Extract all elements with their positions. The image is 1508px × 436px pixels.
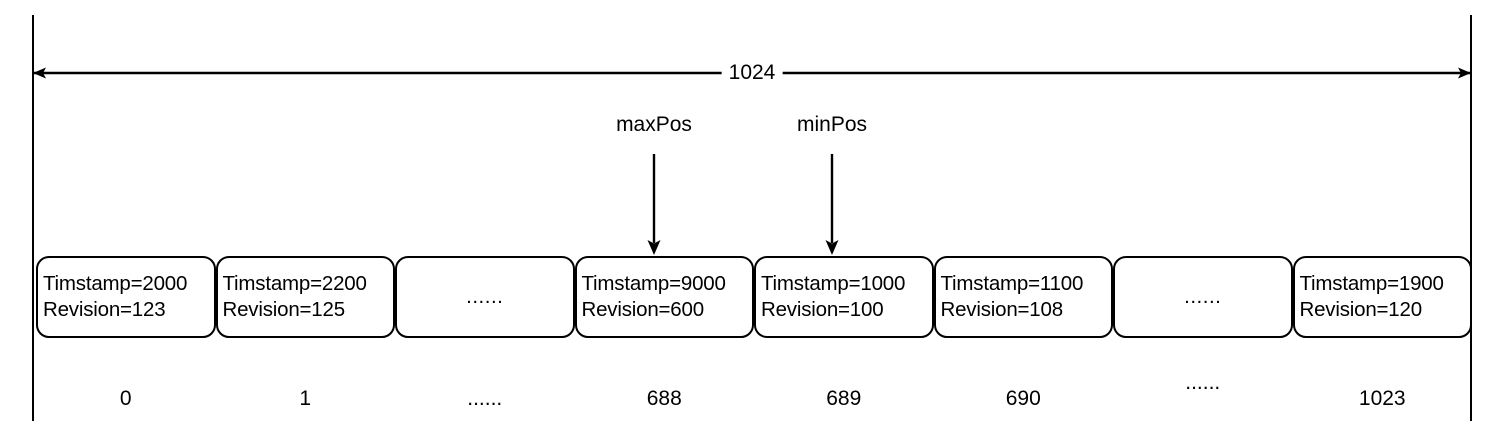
arrow-down-icon	[825, 154, 839, 255]
cell-timestamp-text: Timstamp=1100	[940, 272, 1084, 295]
index-label: 690	[1005, 387, 1041, 410]
cell-revision-text: Revision=108	[940, 298, 1064, 321]
index-cell: 690	[934, 366, 1114, 416]
index-label: 688	[646, 387, 682, 410]
pointer-label-maxpos: maxPos	[616, 113, 692, 136]
buffer-cell: Timstamp=2200 Revision=125	[215, 256, 395, 338]
cell-timestamp-text: Timstamp=1900	[1299, 272, 1444, 295]
index-label: 689	[826, 387, 862, 410]
buffer-cell: Timstamp=1100 Revision=108	[933, 256, 1113, 338]
buffer-cell-gap: ......	[1113, 256, 1293, 338]
cell-timestamp-text: Timstamp=9000	[581, 272, 726, 295]
buffer-cell-strip: Timstamp=2000 Revision=123 Timstamp=2200…	[36, 256, 1472, 338]
index-cell: 688	[575, 366, 755, 416]
arrow-down-icon	[647, 154, 661, 255]
cell-revision-text: Revision=120	[1299, 298, 1423, 321]
pointer-label-minpos: minPos	[796, 113, 868, 136]
index-cell: ......	[395, 366, 575, 416]
buffer-cell: Timstamp=1000 Revision=100	[754, 256, 934, 338]
pointer-callout-minpos: minPos	[752, 112, 912, 256]
cell-revision-text: Revision=100	[761, 298, 884, 321]
pointer-callout-maxpos: maxPos	[574, 112, 734, 256]
cell-revision-text: Revision=123	[43, 298, 166, 321]
cell-ellipsis-text: ......	[1184, 285, 1222, 308]
cell-revision-text: Revision=600	[581, 298, 705, 321]
left-boundary-guide-line	[32, 15, 34, 421]
buffer-cell: Timstamp=1900 Revision=120	[1292, 256, 1472, 338]
cell-ellipsis-text: ......	[466, 285, 504, 308]
buffer-cell-gap: ......	[395, 256, 575, 338]
index-cell: 0	[36, 366, 216, 416]
cell-revision-text: Revision=125	[222, 298, 346, 321]
cell-timestamp-text: Timstamp=1000	[761, 272, 906, 295]
right-boundary-guide-line	[1470, 15, 1472, 421]
index-cell: 1023	[1293, 366, 1473, 416]
buffer-cell: Timstamp=9000 Revision=600	[574, 256, 754, 338]
index-label: 1023	[1358, 387, 1406, 410]
cell-timestamp-text: Timstamp=2000	[43, 272, 188, 295]
buffer-cell: Timstamp=2000 Revision=123	[36, 256, 216, 338]
index-label-row: 0 1 ...... 688 689 690 ...... 1023	[36, 366, 1472, 416]
index-label: 1	[299, 387, 312, 410]
index-label-ellipsis: ......	[1185, 371, 1221, 394]
cell-timestamp-text: Timstamp=2200	[222, 272, 367, 295]
index-label-ellipsis: ......	[467, 387, 503, 410]
index-cell: 689	[754, 366, 934, 416]
index-cell: ......	[1113, 366, 1293, 416]
span-length-label: 1024	[721, 58, 783, 88]
index-label: 0	[119, 387, 132, 410]
index-cell: 1	[216, 366, 396, 416]
span-dimension-arrow: 1024	[32, 58, 1472, 90]
